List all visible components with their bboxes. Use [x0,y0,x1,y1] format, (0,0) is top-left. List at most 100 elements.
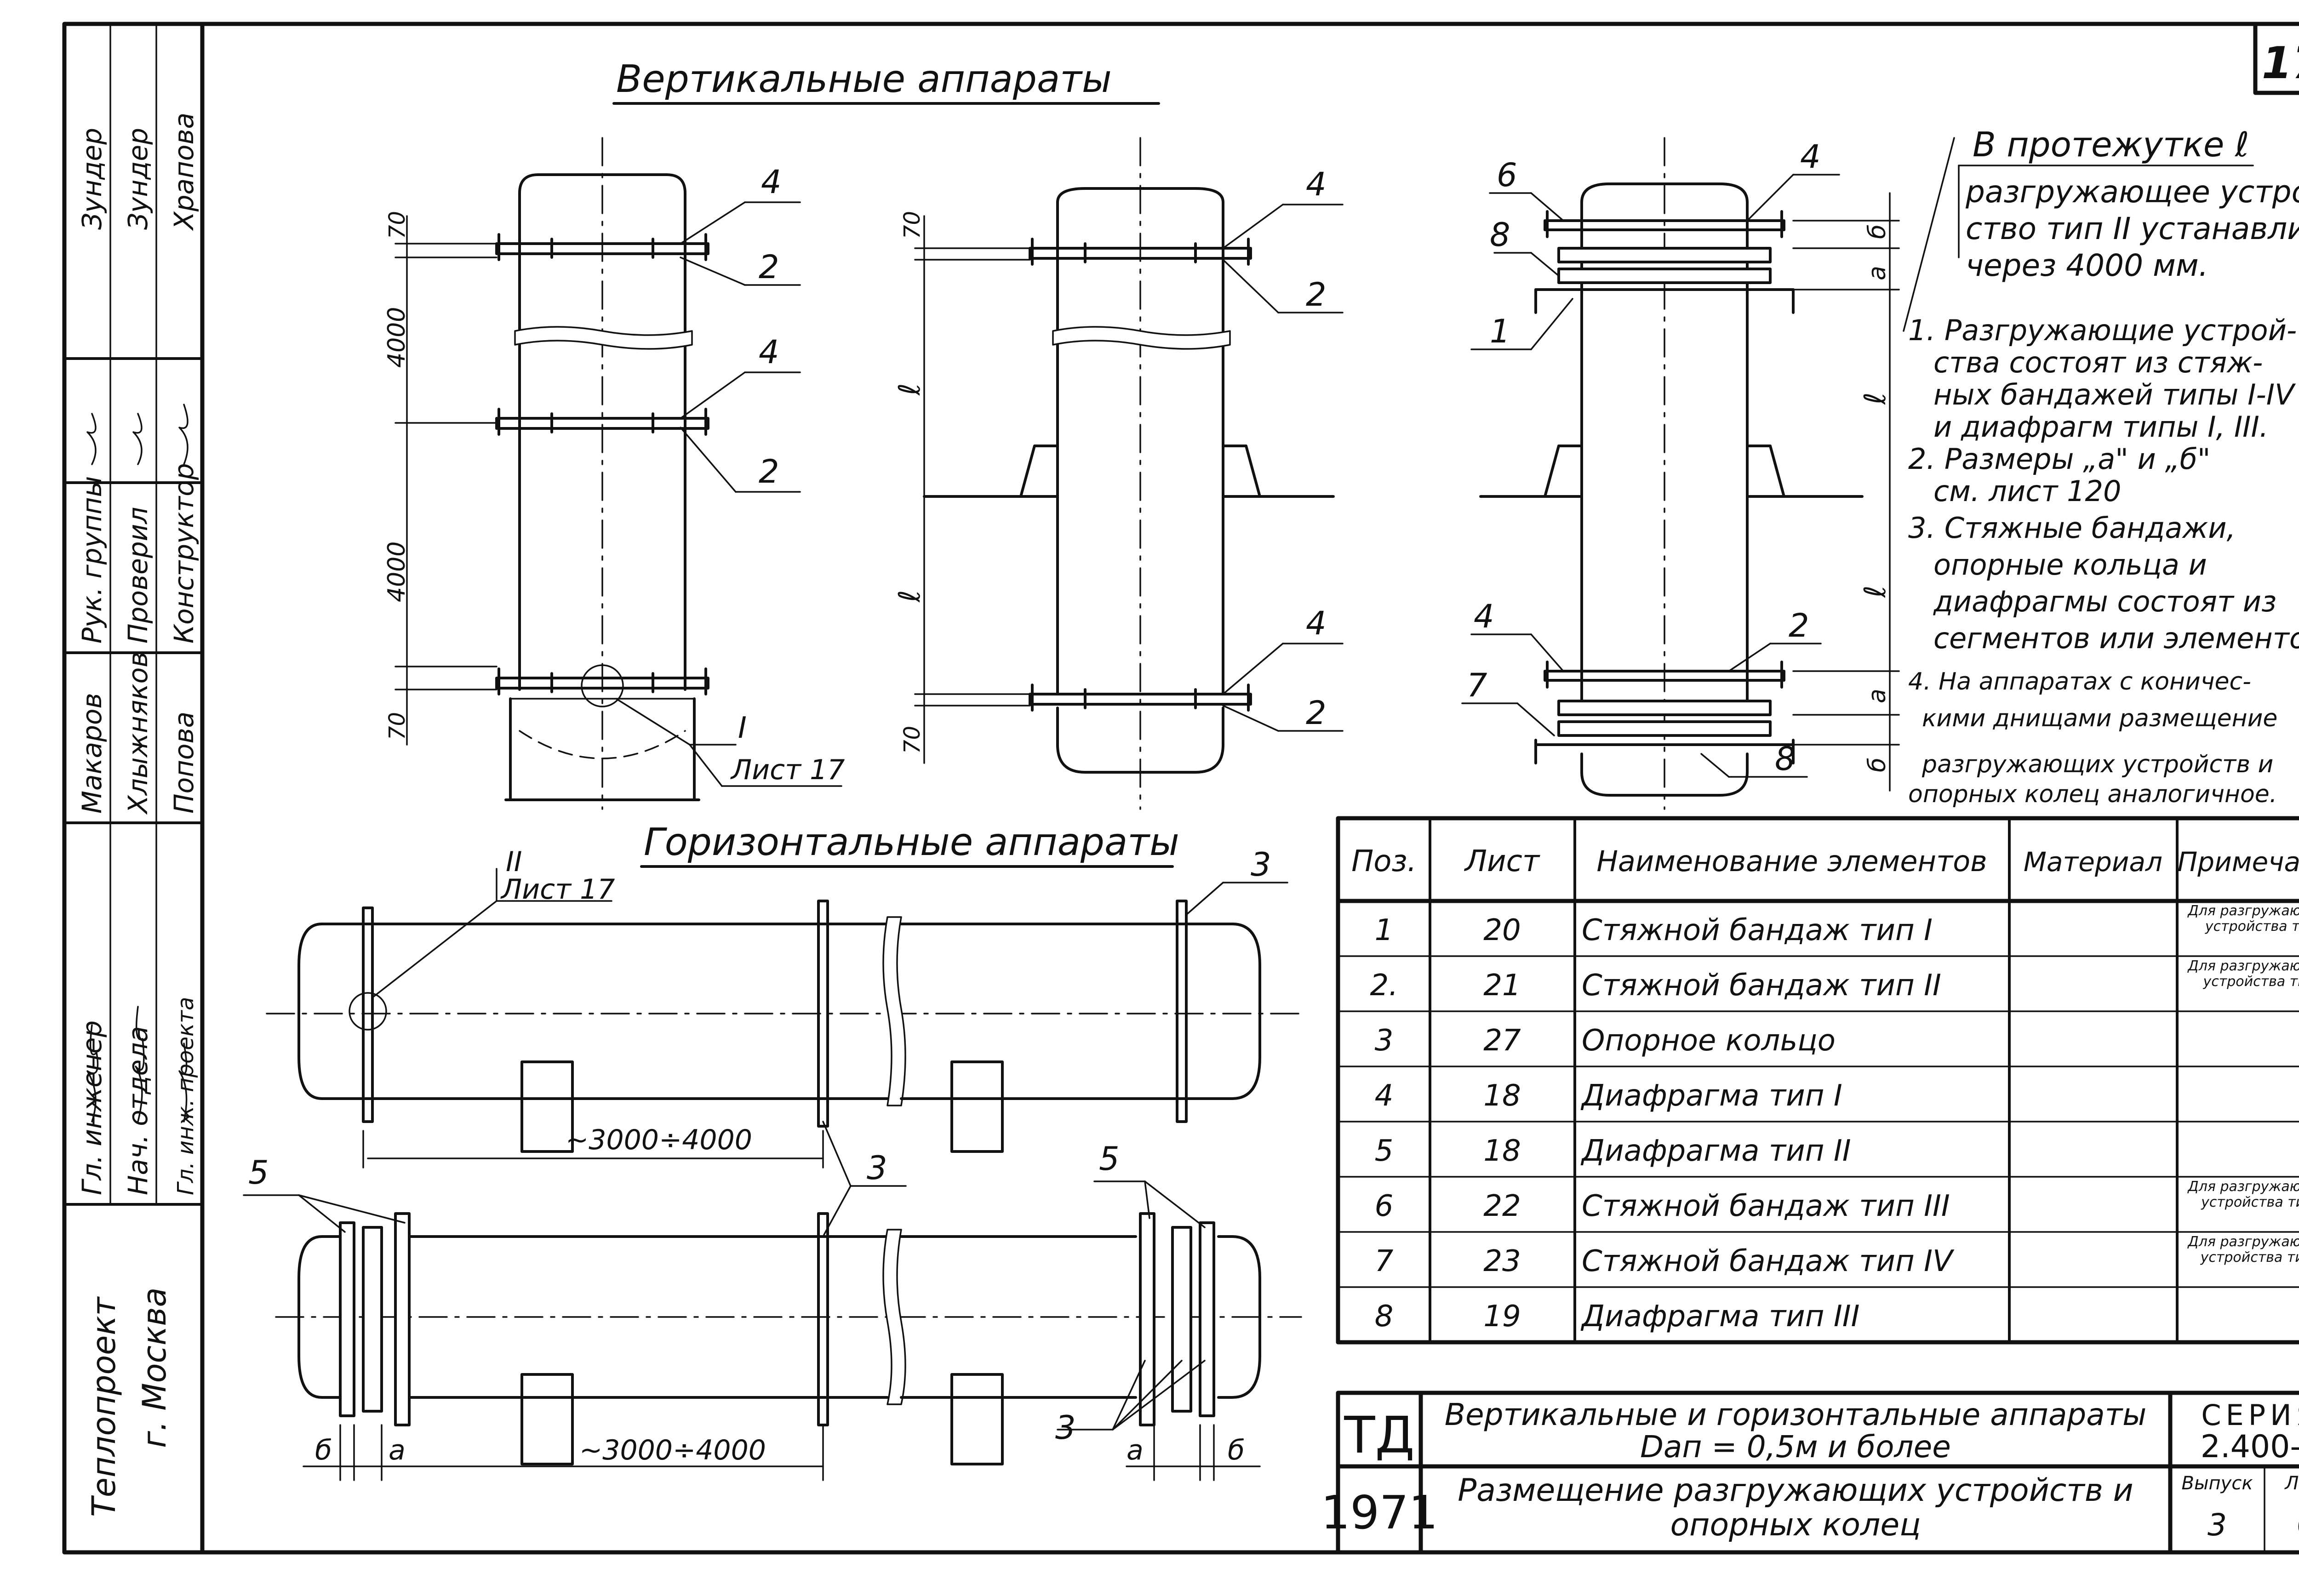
note-line-2: ства состоят из стяж- [1933,346,2263,379]
series-value: 2.400-4 [2201,1429,2299,1465]
title-vertical: Вертикальные аппараты [616,57,1112,101]
cell-name: Стяжной бандаж тип I [1582,913,1933,947]
name-makarov: Макаров [76,693,108,814]
role-chief-engineer: Гл. инженер [76,1020,108,1195]
note-line-4: и диафрагм типы I, III. [1933,410,2268,444]
table-row: 5 18 Диафрагма тип II [1375,1134,1851,1168]
spec-table-header: Поз. Лист Наименование элементов Материа… [1351,844,2299,878]
cell-pos: 6 [1375,1189,1394,1223]
interval-note: В протежутке ℓ разгружающее устрой- ство… [1903,125,2299,332]
callout-v3-4-top: 4 [1800,138,1821,176]
cell-name: Стяжной бандаж тип III [1582,1189,1950,1223]
col-header-note: Примечание [2178,846,2299,878]
cell-pos: 5 [1375,1134,1394,1168]
side-stamp-roles: Гл. инженер Нач. отдела Гл. инж. проекта… [76,463,200,1195]
spec-table [1336,816,2299,1345]
spec-table-rows: 1 20 Стяжной бандаж тип I Для разгружаю-… [1370,903,2299,1334]
col-header-pos: Поз. [1351,844,1417,878]
callout-v3-8-bottom: 8 [1775,740,1796,778]
callout-sheet-17-b: Лист 17 [500,873,615,906]
cell-name: Стяжной бандаж тип II [1582,969,1941,1003]
cell-name: Опорное кольцо [1582,1024,1836,1058]
institute-city: г. Москва [136,1288,173,1448]
interval-note-heading: В протежутке ℓ [1973,125,2249,165]
note-line-5: 2. Размеры „а" и „б" [1908,442,2210,476]
cell-pos: 4 [1375,1079,1394,1113]
dim-v1-70-top: 70 [384,211,410,239]
sheet-frame [62,22,2299,1555]
name-zunder-2: Зундер [122,128,154,230]
callout-v3-1: 1 [1490,313,1510,350]
interval-note-line-1: разгружающее устрой- [1965,174,2299,210]
title-block-subtitle-2: опорных колец [1670,1507,1921,1543]
callout-v3-6: 6 [1497,156,1517,194]
note-line-12: кими днищами размещение [1922,705,2277,732]
title-block-title-1: Вертикальные и горизонтальные аппараты [1445,1397,2147,1432]
cell-sheet: 23 [1483,1244,1521,1278]
role-checked: Проверил [122,507,154,644]
dim-v3-b-bottom: б [1864,758,1891,772]
callout-v2-2-bottom: 2 [1306,694,1327,732]
signatures [86,404,189,1123]
cell-name: Диафрагма тип II [1580,1134,1851,1168]
cell-sheet: 18 [1483,1134,1521,1168]
cell-pos: 3 [1375,1024,1394,1058]
col-header-sheet: Лист [1464,844,1540,878]
vertical-apparatus-1 [395,137,842,810]
callout-v1-4-mid: 4 [759,333,779,371]
cell-name: Диафрагма тип I [1580,1079,1842,1113]
institute-name: Теплопроект [85,1296,123,1517]
callout-v3-8-top: 8 [1490,216,1510,254]
callout-h1-3-bottom: 3 [867,1149,887,1187]
note-line-1: 1. Разгружающие устрой- [1908,314,2297,347]
callout-h2-5-right: 5 [1099,1140,1120,1178]
cell-note: Для разгружаю-щего устройства тип II [2188,958,2299,990]
cell-name: Диафрагма тип III [1580,1300,1860,1334]
name-popova: Попова [168,712,200,814]
name-zunder-1: Зундер [76,128,108,230]
dim-h2-b-right: б [1228,1434,1245,1466]
interval-note-line-3: через 4000 мм. [1966,248,2208,283]
note-line-9: диафрагмы состоят из [1933,585,2276,618]
note-line-3: ных бандажей типы I-IV [1933,378,2296,411]
dim-v1-4000-mid: 4000 [383,542,411,602]
dim-v3-a-bottom: а [1864,689,1891,703]
note-line-11: 4. На аппаратах с коничес- [1908,668,2251,695]
role-designer: Конструктор [168,463,200,644]
title-block-subtitle-1: Размещение разгружающих устройств и [1458,1472,2133,1509]
sheet-label: Лист [2284,1473,2299,1494]
title-block-org: ТД [1344,1406,1414,1465]
cell-note: Для разгружаю-щего устройства тип IV [2188,1234,2299,1265]
note-line-14: опорных колец аналогичное. [1908,781,2277,808]
sheet-value: 6 [2297,1505,2299,1543]
note-line-10: сегментов или элементов. [1933,621,2299,655]
title-block [1336,1391,2299,1555]
callout-v2-4-top: 4 [1306,165,1327,203]
side-stamp-names: Макаров Хлыжняков Попова Зундер Зундер Х… [76,113,200,815]
dim-h2-range: ~3000÷4000 [579,1434,766,1466]
title-horizontal: Горизонтальные аппараты [644,821,1179,864]
callout-v1-2-mid: 2 [759,453,779,490]
cell-pos: 1 [1375,913,1394,947]
dim-v2-l-top: ℓ [893,383,927,396]
dim-h2-a-right: а [1127,1434,1144,1466]
note-line-7: 3. Стяжные бандажи, [1908,511,2236,545]
table-row: 3 27 Опорное кольцо [1375,1024,1836,1058]
dim-h2-a-left: а [389,1434,406,1466]
series-label: СЕРИЯ [2201,1398,2299,1432]
callout-h2-3: 3 [1055,1409,1076,1447]
issue-value: 3 [2207,1507,2227,1543]
table-row: 4 18 Диафрагма тип I [1375,1079,1842,1113]
col-header-name: Наименование элементов [1596,844,1987,878]
cell-pos: 2. [1370,969,1398,1003]
col-header-material: Материал [2024,846,2162,878]
callout-v3-4-bottom: 4 [1474,598,1494,635]
sheet-number: 17 [2262,38,2299,89]
note-line-13: разгружающих устройств и [1922,751,2273,778]
callout-detail-I: I [738,711,747,745]
cell-note: Для разгружаю-щего устройства тип I [2188,903,2299,935]
callout-v2-4-bottom: 4 [1306,604,1327,642]
dim-v1-4000-top: 4000 [383,307,411,368]
cell-note: Для разгружаю-щего устройства тип III [2188,1179,2299,1210]
